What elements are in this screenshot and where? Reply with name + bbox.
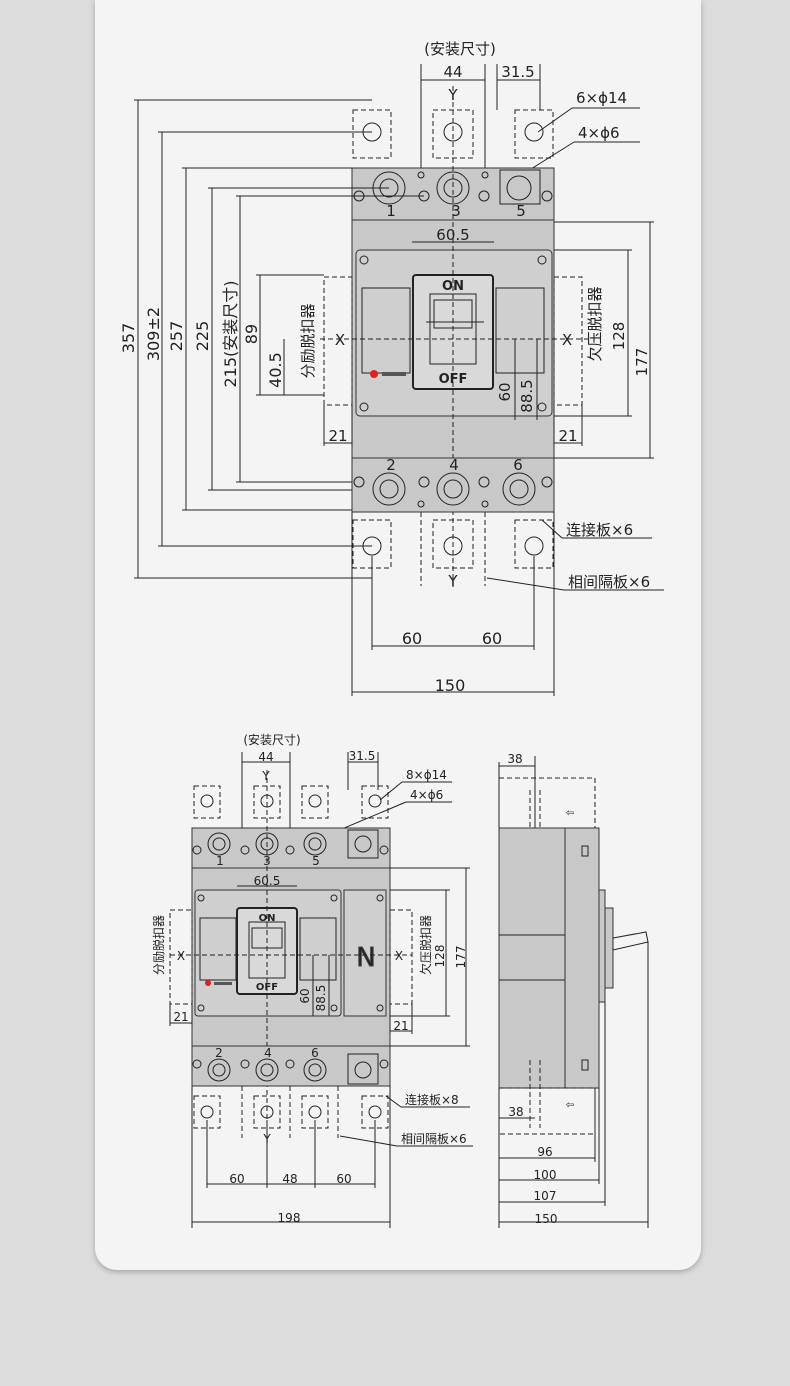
side-dim-38-top: 38 [507, 752, 522, 766]
top-bottom-dim-60-right: 60 [482, 629, 502, 648]
side-dim-38-bottom: 38 [508, 1105, 523, 1119]
bottom-inner-dim-60: 60 [298, 988, 312, 1003]
bottom-terminal-4: 4 [264, 1046, 272, 1060]
top-terminal-3: 3 [451, 202, 461, 220]
top-left-dim-89: 89 [242, 324, 261, 344]
bottom-terminal-2: 2 [215, 1046, 223, 1060]
svg-text:⇦: ⇦ [566, 1100, 574, 1111]
bottom-dim-21-left: 21 [173, 1010, 188, 1024]
top-hole-4x6: 4×ϕ6 [578, 124, 620, 142]
top-inner-dim-88-5: 88.5 [518, 379, 536, 412]
top-off-label: OFF [439, 372, 468, 387]
side-depth-dim-96: 96 [537, 1145, 552, 1159]
top-terminal-4: 4 [449, 456, 459, 474]
side-depth-dim-150: 150 [535, 1212, 558, 1226]
top-x-axis-right: X [562, 331, 572, 349]
bottom-hole-8x14: 8×ϕ14 [406, 768, 447, 782]
bottom-shunt-label: 分励脱扣器 [151, 915, 166, 975]
bottom-indicator-light [205, 980, 211, 986]
bottom-width-dim-198: 198 [278, 1211, 301, 1225]
top-dim-21-right: 21 [558, 427, 577, 445]
svg-text:⇦: ⇦ [566, 808, 574, 819]
bottom-install-title: (安装尺寸) [243, 732, 300, 747]
top-left-dim-40-5: 40.5 [266, 352, 285, 388]
top-bottom-dim-60-left: 60 [402, 629, 422, 648]
four-pole-drawing: (安装尺寸) 44 31.5 Y 8×ϕ14 4×ϕ6 [151, 732, 473, 1228]
top-plate-label: 连接板×6 [566, 521, 633, 539]
top-terminal-5: 5 [516, 202, 526, 220]
top-terminal-1: 1 [386, 202, 396, 220]
top-y-axis-bottom: Y [447, 572, 458, 590]
top-shunt-label: 分励脱扣器 [299, 303, 317, 378]
bottom-x-axis-left: X [177, 949, 185, 963]
top-undervoltage-label: 欠压脱扣器 [586, 286, 604, 361]
top-left-dim-257: 257 [167, 321, 186, 352]
bottom-right-dim-128: 128 [433, 945, 447, 968]
top-barrier-label: 相间隔板×6 [568, 573, 650, 591]
top-left-dim-215: 215(安装尺寸) [221, 280, 240, 387]
bottom-x-axis-right: X [395, 949, 403, 963]
top-right-dim-177: 177 [633, 348, 651, 377]
top-terminal-2: 2 [386, 456, 396, 474]
top-x-axis-left: X [335, 331, 345, 349]
bottom-dim-21-right: 21 [393, 1019, 408, 1033]
bottom-terminal-6: 6 [311, 1046, 319, 1060]
side-depth-dim-100: 100 [534, 1168, 557, 1182]
top-dim-44: 44 [443, 63, 462, 81]
bottom-dim-60-right: 60 [336, 1172, 351, 1186]
bottom-terminal-5: 5 [312, 854, 320, 868]
top-left-dim-357: 357 [119, 323, 138, 354]
top-indicator-light [370, 370, 378, 378]
top-install-title: (安装尺寸) [424, 40, 496, 58]
bottom-dim-60-5: 60.5 [254, 874, 281, 888]
top-drawing: (安装尺寸) 44 31.5 Y 6×ϕ14 4×ϕ6 [119, 40, 664, 696]
side-view-drawing: 38 ⇦ ⇦ 38 96 100 107 150 [498, 752, 649, 1228]
bottom-barrier-label: 相间隔板×6 [401, 1132, 467, 1146]
bottom-hole-4x6: 4×ϕ6 [410, 788, 443, 802]
bottom-dim-60-left: 60 [229, 1172, 244, 1186]
bottom-undervoltage-label: 欠压脱扣器 [418, 915, 433, 975]
top-inner-dim-60: 60 [496, 382, 514, 401]
bottom-dim-48: 48 [282, 1172, 297, 1186]
side-depth-dim-107: 107 [534, 1189, 557, 1203]
top-right-dim-128: 128 [610, 322, 628, 351]
top-width-dim-150: 150 [435, 676, 466, 695]
top-dim-31-5: 31.5 [501, 63, 534, 81]
top-hole-6x14: 6×ϕ14 [576, 89, 627, 107]
top-left-dim-309: 309±2 [144, 307, 163, 361]
bottom-terminal-1: 1 [216, 854, 224, 868]
top-left-dim-225: 225 [193, 321, 212, 352]
top-terminal-6: 6 [513, 456, 523, 474]
top-dim-21-left: 21 [328, 427, 347, 445]
bottom-inner-dim-88-5: 88.5 [314, 985, 328, 1012]
bottom-right-dim-177: 177 [454, 946, 468, 969]
bottom-plate-label: 连接板×8 [405, 1092, 459, 1107]
bottom-y-axis-top: Y [261, 769, 270, 783]
bottom-dim-44: 44 [258, 750, 273, 764]
neutral-n-label: N [356, 943, 375, 973]
bottom-dim-31-5: 31.5 [349, 749, 376, 763]
